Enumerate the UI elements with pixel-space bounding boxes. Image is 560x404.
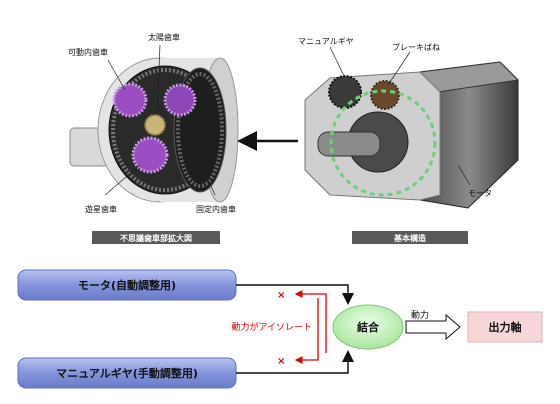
output-shaft	[317, 131, 381, 157]
motor-input-label: モータ(自動調整用)	[78, 278, 176, 292]
label-planet-gear: 遊星歯車	[85, 204, 117, 214]
caption-bar-right	[352, 231, 468, 244]
label-motor: モータ	[468, 189, 492, 198]
motor-to-join-line	[236, 284, 354, 305]
join-ellipse	[332, 304, 404, 350]
output-label: 出力軸	[489, 320, 522, 334]
cross-mark-top: ×	[277, 290, 285, 301]
label-movable-ring-gear: 可動内歯車	[68, 47, 108, 57]
planet-gear-3	[131, 136, 169, 174]
power-arrow	[405, 313, 461, 341]
isolate-label: 動力がアイソレート	[231, 321, 312, 333]
manual-gear-icon	[328, 75, 362, 109]
label-fixed-ring-gear: 固定内歯車	[196, 204, 236, 214]
label-brake-spring: ブレーキばね	[392, 42, 440, 52]
manual-input-label: マニュアルギヤ(手動調整用)	[56, 366, 198, 380]
power-label: 動力	[411, 309, 429, 321]
label-manual-gear: マニュアルギヤ	[298, 37, 354, 46]
manual-to-join-line	[236, 350, 354, 374]
output-box	[467, 311, 543, 343]
label-sun-gear: 太陽歯車	[148, 32, 180, 42]
cross-mark-bottom: ×	[277, 356, 285, 367]
caption-left: 不思議歯車部拡大図	[120, 233, 192, 243]
isolate-line-down	[294, 298, 319, 364]
join-label: 結合	[357, 320, 380, 334]
gear-enlargement-figure: 可動内歯車 太陽歯車 遊星歯車 固定内歯車 不思議歯車部拡大図	[68, 32, 239, 244]
caption-right: 基本構造	[393, 233, 426, 243]
planet-gear-2	[163, 83, 197, 117]
flow-diagram: モータ(自動調整用) マニュアルギヤ(手動調整用) × × 動力がアイソレート …	[17, 269, 543, 389]
highlight-circle	[329, 89, 437, 197]
sun-gear	[144, 114, 166, 136]
basic-structure-figure: マニュアルギヤ ブレーキばね モータ 基本構造	[298, 37, 520, 244]
brake-spring-icon	[370, 80, 400, 110]
isolate-line-up	[294, 290, 327, 353]
caption-bar-left	[92, 231, 220, 244]
planet-gear-1	[112, 82, 148, 118]
